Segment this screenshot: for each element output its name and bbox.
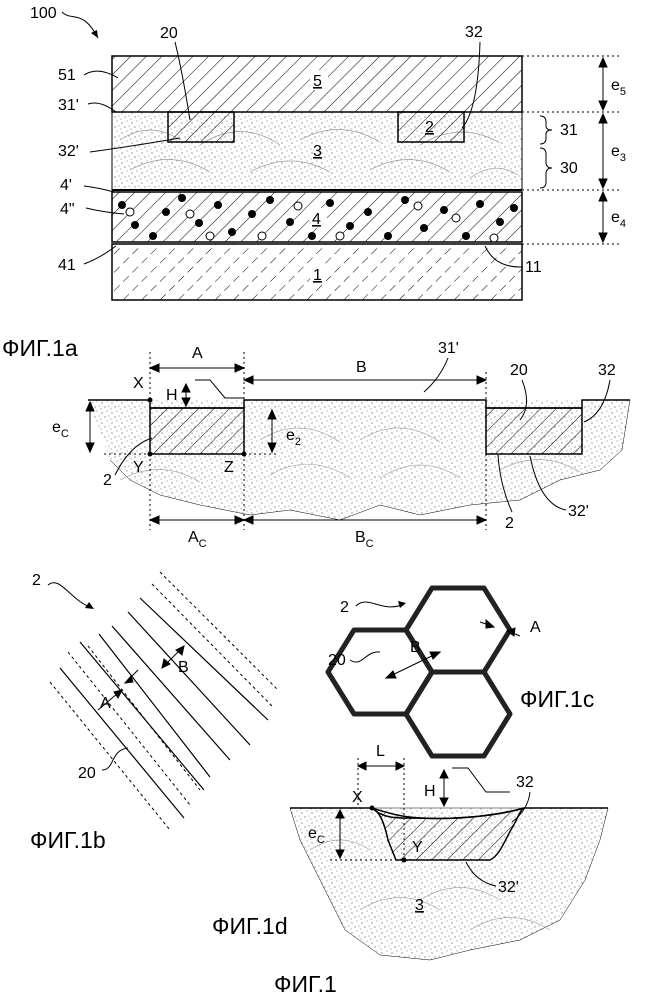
dimension-B-section — [244, 372, 486, 400]
fig1c-ref-2: 2 — [340, 599, 349, 616]
brace-31 — [540, 116, 552, 144]
dimension-ec-label: eC — [52, 419, 69, 440]
leader-line — [84, 186, 114, 192]
point-Y: Y — [133, 459, 144, 476]
fig1d-H-label: H — [424, 783, 436, 800]
fig1d-section: X Y L H eC 32 32' — [290, 743, 608, 960]
caption-fig1c: ФИГ.1с — [520, 686, 594, 712]
ref-41: 41 — [58, 257, 76, 274]
dimension-e5-label: e5 — [611, 77, 626, 98]
ref-32-section: 32 — [598, 362, 616, 379]
fig1d-dim-H — [440, 768, 510, 806]
layer-5-label: 5 — [313, 73, 322, 90]
ref-31-prime: 31' — [58, 97, 79, 114]
dimension-extension-lines — [522, 56, 620, 244]
dimension-B-label: B — [356, 359, 367, 376]
ref-4-double-prime: 4" — [60, 201, 75, 218]
dimension-e4-label: e4 — [611, 209, 626, 230]
figure-number-100: 100 — [30, 5, 57, 22]
ref-20: 20 — [160, 25, 178, 42]
fig1b-A-label: A — [100, 695, 111, 712]
dimension-e3 — [599, 114, 607, 188]
leader-line — [350, 652, 380, 662]
point-X: X — [133, 375, 144, 392]
leader-line — [356, 602, 404, 607]
layer-1-label: 1 — [313, 267, 322, 284]
fig1d-ref-32: 32 — [516, 774, 534, 791]
fig1d-point-Y: Y — [412, 839, 423, 856]
brace-30 — [540, 148, 552, 188]
ref-51: 51 — [58, 67, 76, 84]
leader-line — [424, 358, 448, 392]
caption-fig1a: ФИГ.1а — [2, 335, 78, 361]
dimension-H-label: H — [166, 387, 178, 404]
ref-32-prime-section: 32' — [568, 503, 589, 520]
fig1d-L-label: L — [376, 743, 385, 760]
ref-2-section-right: 2 — [505, 515, 514, 532]
fig1c-honeycomb: 2 B A 20 — [328, 588, 541, 756]
layer-4-label: 4 — [312, 211, 321, 228]
leader-line — [84, 246, 116, 264]
dimension-A-label: A — [192, 345, 203, 362]
grid-block-label: 2 — [425, 119, 434, 136]
layer-3-label: 3 — [313, 143, 322, 160]
ref-31-prime-section: 31' — [438, 340, 459, 357]
dimension-e5 — [599, 58, 607, 110]
fig1d-ref-3: 3 — [415, 897, 424, 914]
fig1c-A-label: A — [530, 619, 541, 636]
ref-32-prime: 32' — [58, 143, 79, 160]
fig1c-ref-20: 20 — [328, 652, 346, 669]
section-grid-left — [150, 408, 244, 454]
leader-line — [48, 583, 92, 608]
fig1a-structure: 100 — [30, 5, 626, 300]
fig1b-ref-20: 20 — [78, 765, 96, 782]
fig1c-B-label: B — [410, 639, 421, 656]
caption-main: ФИГ.1 — [274, 971, 337, 997]
ref-31: 31 — [560, 122, 578, 139]
fig1b-B-label: B — [178, 659, 189, 676]
fig1b-ref-2: 2 — [32, 572, 41, 589]
fig1a-section: X Y Z A B H — [52, 340, 630, 550]
dimension-e3-label: e3 — [611, 143, 626, 164]
fig1d-ref-32-prime: 32' — [498, 879, 519, 896]
fig1c-dim-A — [480, 620, 520, 636]
ref-11: 11 — [525, 259, 542, 276]
dimension-Bc-label: BC — [355, 529, 374, 550]
leader-line — [102, 748, 128, 770]
section-grid-right — [486, 408, 582, 454]
fig1b-parallel-strips: 2 A B 20 — [32, 572, 278, 830]
arrowhead — [398, 601, 406, 608]
ref-4-prime: 4' — [60, 177, 72, 194]
ref-30: 30 — [560, 160, 578, 177]
grid-block-2-left — [168, 112, 234, 142]
dimension-e4 — [599, 192, 607, 242]
caption-fig1b: ФИГ.1b — [30, 827, 106, 853]
ref-2-section-left: 2 — [103, 472, 112, 489]
ref-20-section: 20 — [510, 362, 528, 379]
caption-fig1d: ФИГ.1d — [212, 913, 288, 939]
dimension-Ac-label: AC — [188, 529, 207, 550]
ref-32: 32 — [465, 24, 483, 41]
point-Z: Z — [224, 459, 234, 476]
